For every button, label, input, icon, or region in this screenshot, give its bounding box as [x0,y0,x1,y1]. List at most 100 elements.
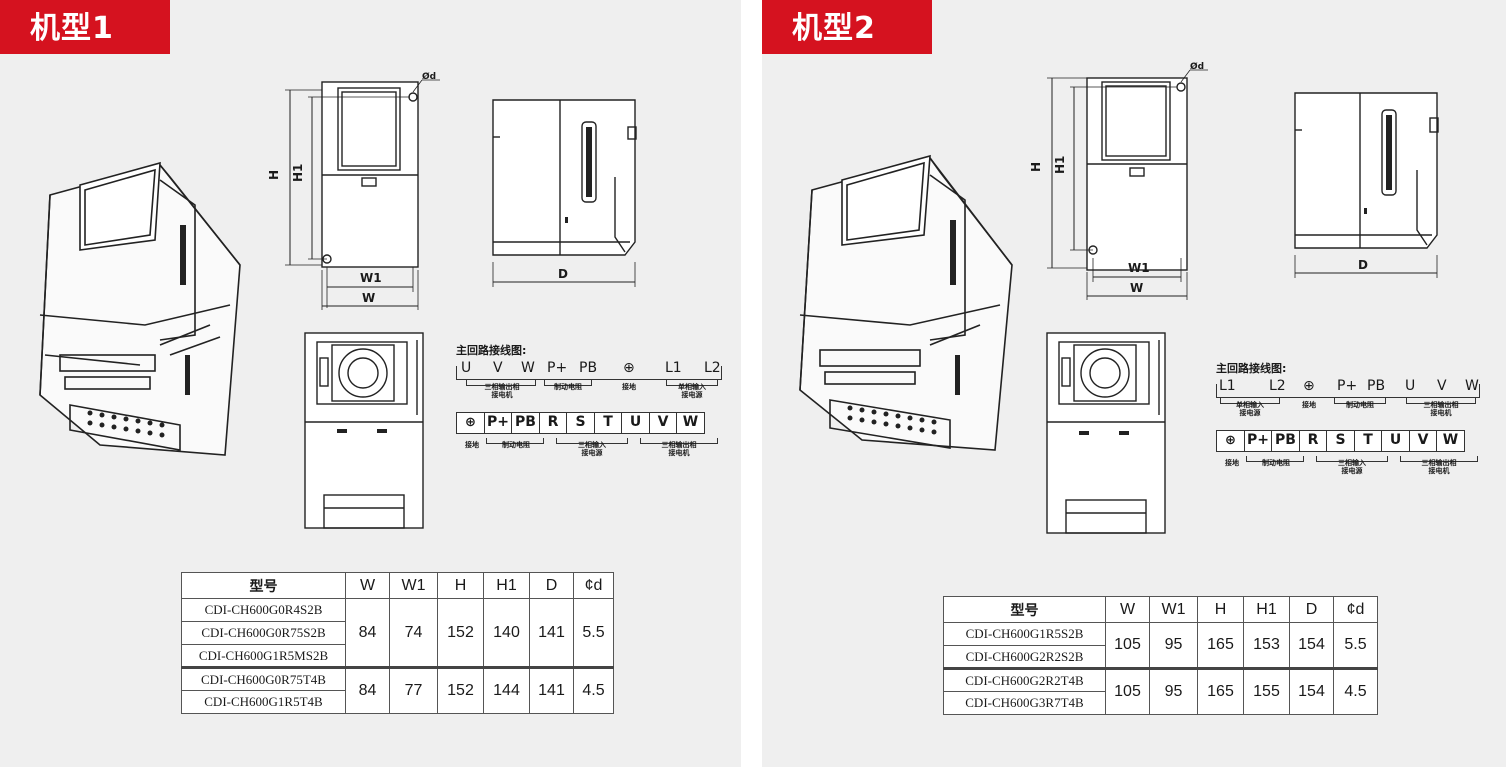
val-d: 5.5 [573,598,614,668]
table-row: CDI-CH600G0R75T4B 84 77 152 144 141 4.5 [181,666,614,714]
strip-term: U [1405,378,1416,394]
terminal-strip-open: U V W P+ PB ⊕ L1 L2 [456,361,722,380]
val-D: 141 [529,598,574,668]
val-H1: 144 [483,666,530,714]
model-cell: CDI-CH600G2R2T4B [943,667,1106,692]
spec-table: 型号 W W1 H H1 D ¢d CDI-CH600G0R4S2B 84 74… [181,572,614,714]
isometric-view [799,154,1013,451]
terminal-box: PB [1271,430,1300,452]
strip-sub: 接地 [1302,401,1316,409]
strip-term: P+ [547,360,568,376]
terminal-box: PB [511,412,540,434]
table-row: CDI-CH600G2R2S2B [943,645,1378,669]
val-W1: 77 [389,666,438,714]
val-d: 4.5 [1333,667,1378,715]
terminal-strip-open: L1 L2 ⊕ P+ PB U V W [1216,379,1480,398]
strip-term: L2 [1269,378,1286,394]
model-cell: CDI-CH600G0R75T4B [181,666,346,691]
strip-sub: 三相输出相 接电机 [1423,401,1459,417]
strip-sub: 单相输入 接电源 [1236,401,1264,417]
strip-sub-labels: 三相输出相 接电机 制动电阻 接地 单相输入 接电源 [456,380,722,404]
val-D: 141 [529,666,574,714]
dim-D: D [1358,258,1368,272]
th-H1: H1 [483,572,530,599]
dim-D: D [558,267,568,281]
strip-term: ⊕ [623,360,635,376]
box-sub: 接地 [465,441,479,449]
terminal-box: P+ [483,412,513,434]
val-W: 84 [345,598,390,668]
bottom-view [304,332,424,529]
box-sub: 三相输出相 接电机 [661,441,697,457]
terminal-box: U [621,412,650,434]
val-d: 5.5 [1333,622,1378,669]
model-cell: CDI-CH600G3R7T4B [943,691,1106,715]
dim-W1: W1 [360,271,382,285]
strip-term: V [1437,378,1447,394]
strip-term: PB [579,360,598,376]
strip-sub: 制动电阻 [1346,401,1374,409]
wiring-title: 主回路接线图: [456,344,527,357]
model-cell: CDI-CH600G0R75S2B [181,621,346,645]
th-H: H [1197,596,1244,623]
strip-sub: 制动电阻 [554,383,582,391]
val-H: 152 [437,598,484,668]
wiring-diagram: 主回路接线图: L1 L2 ⊕ P+ PB U V W 单相输入 接电源 接地 … [1216,360,1496,480]
terminal-box: U [1381,430,1410,452]
th-D: D [529,572,574,599]
strip-term: U [461,360,472,376]
val-W1: 74 [389,598,438,668]
dim-H1: H1 [1053,156,1067,174]
terminal-box: V [648,412,678,434]
model-cell: CDI-CH600G1R5S2B [943,622,1106,646]
terminal-boxes: ⊕ P+ PB R S T U V W [1216,430,1496,452]
table-row: CDI-CH600G1R5S2B 105 95 165 153 154 5.5 [943,622,1378,669]
bottom-view [1046,332,1166,534]
strip-sub: 接地 [622,383,636,391]
terminal-box: ⊕ [1216,430,1245,452]
table-header: 型号 W W1 H H1 D ¢d [181,572,614,599]
th-W1: W1 [389,572,438,599]
table-row: CDI-CH600G0R75S2B [181,621,614,645]
front-view: H H1 W1 W Ød [267,71,440,310]
th-W: W [1105,596,1150,623]
terminal-box: T [1353,430,1383,452]
box-sub-labels: 接地 制动电阻 三相输入 接电源 三相输出相 接电机 [1216,456,1480,480]
box-sub: 制动电阻 [1262,459,1290,467]
val-W: 105 [1105,667,1150,715]
val-H1: 140 [483,598,530,668]
th-model: 型号 [181,572,346,599]
model-tag: 机型1 [0,0,170,54]
dim-H1: H1 [291,164,305,182]
val-W: 84 [345,666,390,714]
terminal-box: P+ [1243,430,1273,452]
model-cell: CDI-CH600G1R5MS2B [181,644,346,668]
terminal-box: S [1326,430,1355,452]
strip-sub-labels: 单相输入 接电源 接地 制动电阻 三相输出相 接电机 [1216,398,1480,422]
box-sub: 三相输入 接电源 [1338,459,1366,475]
terminal-box: T [593,412,623,434]
table-header: 型号 W W1 H H1 D ¢d [943,596,1378,623]
th-W1: W1 [1149,596,1198,623]
box-sub: 制动电阻 [502,441,530,449]
side-view: D [1294,92,1439,278]
table-row: CDI-CH600G2R2T4B 105 95 165 155 154 4.5 [943,667,1378,715]
isometric-view [39,161,241,456]
model-cell: CDI-CH600G1R5T4B [181,690,346,714]
terminal-box: V [1408,430,1438,452]
strip-term: L1 [1219,378,1236,394]
terminal-box: R [1298,430,1328,452]
spec-table: 型号 W W1 H H1 D ¢d CDI-CH600G1R5S2B 105 9… [943,596,1378,715]
strip-term: L1 [665,360,682,376]
th-d: ¢d [573,572,614,599]
val-W1: 95 [1149,622,1198,669]
th-H1: H1 [1243,596,1290,623]
strip-term: P+ [1337,378,1358,394]
side-view: D [492,99,637,287]
val-H: 165 [1197,622,1244,669]
strip-sub: 单相输入 接电源 [678,383,706,399]
terminal-box: W [676,412,705,434]
val-H1: 153 [1243,622,1290,669]
val-D: 154 [1289,622,1334,669]
val-W1: 95 [1149,667,1198,715]
